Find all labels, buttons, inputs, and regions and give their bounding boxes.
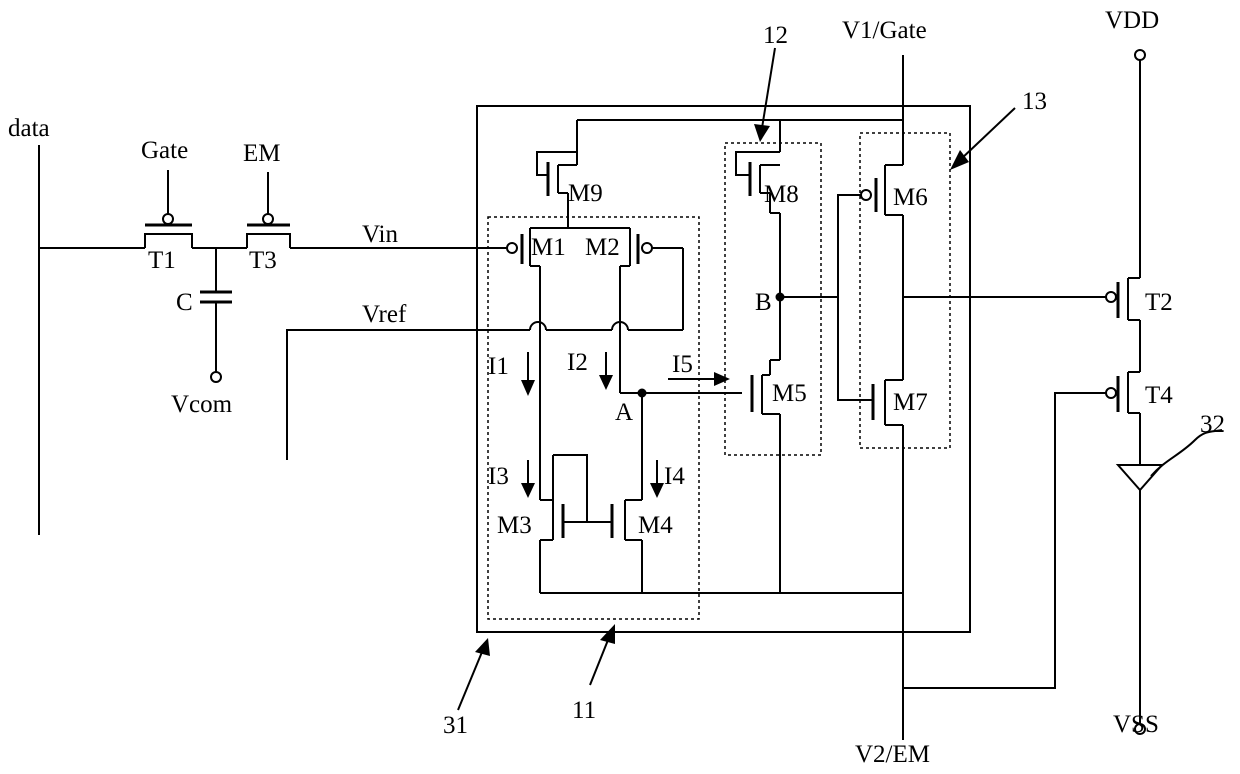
label-m3: M3: [497, 512, 532, 539]
label-t2: T2: [1145, 289, 1173, 316]
label-m8: M8: [764, 181, 799, 208]
leader-31: [458, 638, 490, 710]
label-ref-32: 32: [1200, 411, 1225, 438]
label-i4: I4: [664, 463, 685, 490]
leader-13: [950, 108, 1015, 170]
module-11-dashed: [488, 217, 699, 619]
label-ref-31: 31: [443, 712, 468, 739]
label-a: A: [615, 399, 633, 426]
vref-wire: [287, 248, 683, 460]
data-line: [39, 145, 138, 535]
transistor-t4: [1106, 372, 1140, 465]
label-ref-11: 11: [572, 697, 596, 724]
led-32: [1118, 430, 1222, 724]
label-vdd: VDD: [1105, 7, 1159, 34]
arrow-i3: [521, 460, 535, 498]
label-m6: M6: [893, 184, 928, 211]
transistor-m1: [507, 228, 540, 500]
label-m5: M5: [772, 380, 807, 407]
label-i5: I5: [672, 351, 693, 378]
label-ref-13: 13: [1022, 88, 1047, 115]
label-v2-em: V2/EM: [855, 741, 930, 768]
capacitor-c: [200, 248, 232, 382]
label-gate: Gate: [141, 137, 188, 164]
label-t1: T1: [148, 247, 176, 274]
label-i3: I3: [488, 463, 509, 490]
label-vin: Vin: [362, 221, 398, 248]
em-wire: [903, 393, 1110, 688]
transistor-m9: [530, 120, 903, 228]
label-m9: M9: [568, 180, 603, 207]
transistor-m2: [620, 228, 652, 393]
label-m4: M4: [638, 512, 673, 539]
transistor-m7: [866, 380, 903, 740]
label-m7: M7: [893, 389, 928, 416]
label-m2: M2: [585, 234, 620, 261]
transistor-t1: [138, 170, 247, 248]
node-b: [776, 293, 839, 302]
transistor-m3: [540, 455, 612, 593]
leader-11: [590, 624, 615, 685]
label-m1: M1: [531, 234, 566, 261]
label-t3: T3: [249, 247, 277, 274]
leader-12: [754, 48, 775, 142]
label-vcom: Vcom: [171, 391, 233, 418]
label-vss: VSS: [1113, 711, 1159, 738]
label-ref-12: 12: [763, 22, 788, 49]
label-c: C: [176, 289, 193, 316]
label-vref: Vref: [362, 301, 407, 328]
label-em: EM: [243, 140, 281, 167]
arrow-i4: [650, 460, 664, 498]
label-i1: I1: [488, 353, 509, 380]
transistor-m6: [861, 55, 903, 380]
arrow-i1: [521, 352, 535, 396]
transistor-m8: [736, 120, 780, 360]
label-i2: I2: [567, 349, 588, 376]
transistor-t2: [1106, 278, 1140, 372]
transistor-t3: [247, 172, 290, 248]
label-b: B: [755, 289, 772, 316]
arrow-i2: [599, 352, 613, 390]
label-data: data: [8, 115, 50, 142]
label-v1-gate: V1/Gate: [842, 17, 927, 44]
inverter-input: [838, 195, 866, 400]
label-t4: T4: [1145, 382, 1173, 409]
vdd-terminal: [1135, 50, 1145, 278]
